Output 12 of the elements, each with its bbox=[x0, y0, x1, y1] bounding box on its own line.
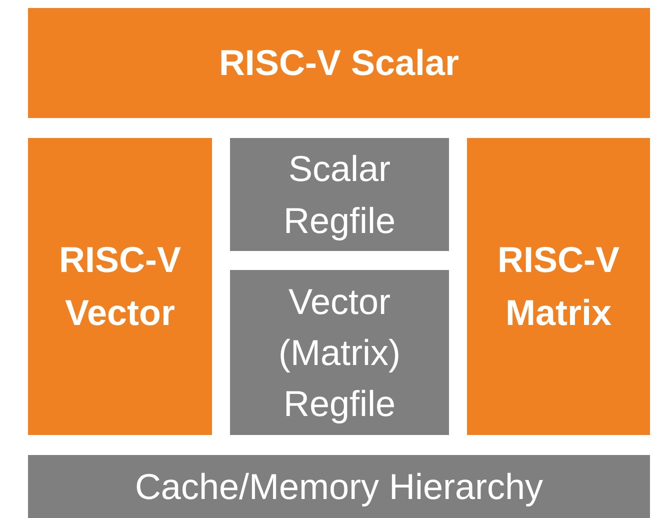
block-label: RISC-V Matrix bbox=[496, 238, 620, 334]
extension-block bbox=[467, 138, 650, 435]
block-label: Vector (Matrix) Regfile bbox=[278, 280, 402, 426]
extension-block bbox=[28, 138, 212, 435]
block-label: RISC-V Scalar bbox=[218, 40, 460, 85]
extension-block bbox=[28, 8, 650, 118]
block-label: Scalar Regfile bbox=[282, 147, 397, 242]
register-file-block bbox=[230, 270, 449, 435]
block-label: Cache/Memory Hierarchy bbox=[134, 464, 544, 508]
memory-block bbox=[28, 455, 650, 518]
register-file-block bbox=[230, 138, 449, 251]
block-label: RISC-V Vector bbox=[58, 238, 182, 334]
